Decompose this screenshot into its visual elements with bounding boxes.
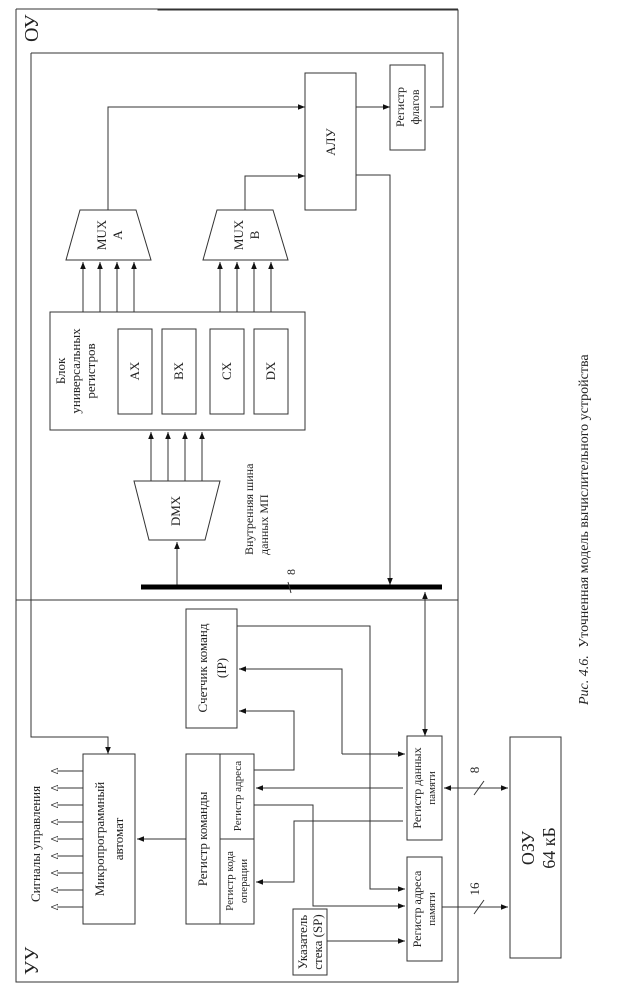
- microprogram-automaton-block: [82, 753, 136, 925]
- ram-label-2: 64 кБ: [539, 827, 559, 869]
- register-ax-label: AX: [127, 361, 142, 380]
- stack-pointer-label-2: стека (SP): [310, 914, 325, 969]
- register-dx-label: DX: [263, 361, 278, 380]
- ip-counter-label-1: Счетчик команд: [195, 623, 210, 712]
- mux-b-to-alu-arrow: [244, 173, 305, 210]
- control-signal-arrows: [51, 771, 83, 907]
- control-signals-label: Сигналы управления: [28, 786, 43, 902]
- mux-b-label-1: MUX: [231, 219, 246, 250]
- ip-out-line: [237, 625, 371, 760]
- dmx-block: [133, 480, 221, 541]
- figure-caption: Рис. 4.6. Уточненная модель вычислительн…: [577, 354, 592, 706]
- mdr-to-opcode-arrow: [256, 820, 403, 885]
- address-bus-width-tick: [473, 899, 485, 915]
- memory-address-register-label-1: Регистр адреса: [410, 870, 424, 947]
- data-bus-width: 8: [467, 767, 482, 774]
- section-label-ou: ОУ: [21, 14, 43, 42]
- opcode-register-label-1: Регистр кода: [224, 851, 236, 911]
- ram-label-1: ОЗУ: [518, 831, 538, 866]
- dmx-label: DMX: [168, 495, 183, 526]
- internal-bus-label-2: данных МП: [257, 494, 271, 555]
- alu-label: АЛУ: [323, 128, 338, 156]
- command-register-label: Регистр команды: [195, 791, 210, 886]
- register-dx: [253, 328, 289, 415]
- flags-register-label-1: Регистр: [393, 87, 407, 127]
- mux-a-label-2: A: [110, 230, 125, 240]
- register-cx: [209, 328, 245, 415]
- stack-pointer-block: [292, 908, 328, 976]
- flags-out-line: [31, 52, 444, 108]
- alu-to-bus-arrow: [356, 174, 393, 585]
- opcode-register-label-2: операции: [238, 859, 250, 903]
- mux-a-to-alu-arrow: [107, 104, 305, 210]
- addr-reg-to-mar-arrow: [254, 804, 405, 909]
- mux-b-block: [202, 209, 289, 261]
- mux-b-label-2: B: [247, 230, 262, 239]
- memory-data-register-block: [406, 735, 443, 841]
- register-bx: [161, 328, 197, 415]
- dmx-to-reg-arrows: [148, 432, 205, 481]
- reg-to-mux-b-arrows: [217, 262, 274, 312]
- register-block-label-3: регистров: [83, 343, 98, 398]
- memory-data-register-label-1: Регистр данных: [410, 747, 424, 828]
- internal-bus-label-1: Внутренняя шина: [242, 463, 256, 555]
- addr-reg-to-ip-arrow: [239, 708, 295, 771]
- memory-data-register-label-2: памяти: [426, 771, 438, 805]
- flags-feedback-line: [30, 53, 111, 754]
- register-block-label-1: Блок: [53, 357, 68, 384]
- memory-address-register-label-2: памяти: [426, 892, 438, 926]
- address-bus-width: 16: [467, 882, 482, 896]
- register-cx-label: CX: [219, 361, 234, 380]
- register-block-label-2: универсальных: [68, 328, 83, 414]
- alu-block: [304, 72, 357, 211]
- figure-caption-text: Уточненная модель вычислительного устрой…: [577, 354, 592, 648]
- microprogram-automaton-label-2: автомат: [111, 817, 126, 860]
- data-bus-width-tick: [473, 780, 485, 796]
- ip-to-mar-arrow: [369, 760, 405, 892]
- figure-caption-label: Рис. 4.6.: [577, 655, 592, 706]
- section-label-uu: УУ: [21, 946, 43, 975]
- register-bx-label: BX: [171, 361, 186, 380]
- reg-to-mux-a-arrows: [80, 262, 137, 312]
- mdr-to-ip-arrow: [239, 666, 343, 754]
- microprogram-automaton-label-1: Микропрограммный: [92, 782, 107, 897]
- address-register-label: Регистр адреса: [232, 761, 244, 831]
- register-ax: [117, 328, 153, 415]
- internal-bus-width: 8: [284, 569, 298, 575]
- mux-a-block: [65, 209, 152, 261]
- bus-width-tick: [287, 581, 292, 594]
- mux-a-label-1: MUX: [94, 219, 109, 250]
- flags-register-label-2: флагов: [408, 89, 422, 124]
- outer-frame: [15, 9, 459, 983]
- memory-address-register-block: [406, 856, 443, 962]
- ip-counter-label-2: (IP): [214, 658, 229, 678]
- ip-counter-block: [185, 608, 238, 729]
- ram-block: [509, 736, 562, 959]
- stack-pointer-label-1: Указатель: [295, 915, 310, 969]
